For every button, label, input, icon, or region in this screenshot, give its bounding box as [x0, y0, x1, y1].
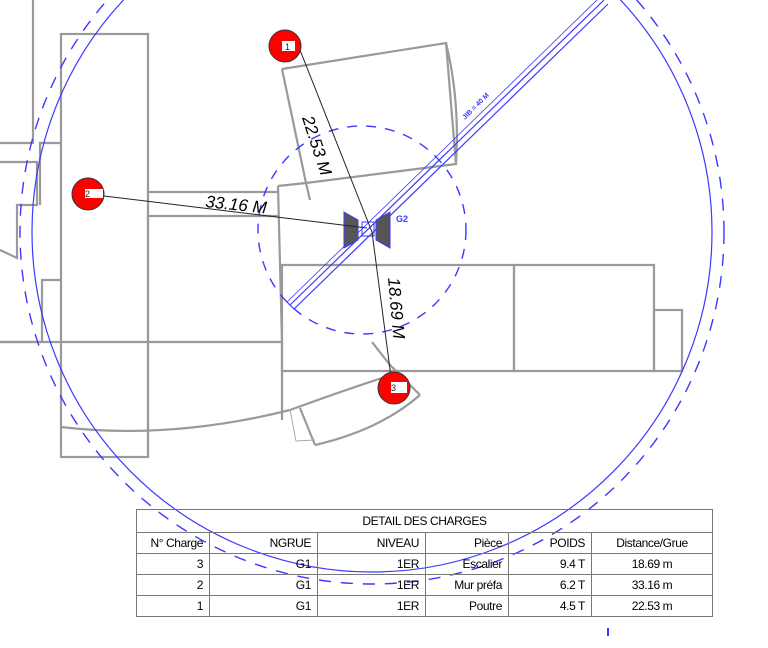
- table-row[interactable]: 2 G1 1ER Mur préfa 6.2 T 33.16 m: [136, 574, 713, 596]
- cell: 22.53 m: [591, 595, 713, 617]
- crane-label: G2: [396, 214, 408, 224]
- col-header: NGRUE: [209, 532, 318, 554]
- load-marker-2[interactable]: 2: [71, 177, 105, 211]
- col-header: Distance/Grue: [591, 532, 713, 554]
- charges-table: DETAIL DES CHARGES N° Charge NGRUE NIVEA…: [136, 509, 713, 617]
- cell: 1ER: [317, 595, 426, 617]
- svg-text:1: 1: [285, 42, 290, 52]
- col-header: POIDS: [508, 532, 592, 554]
- cell: 1ER: [317, 553, 426, 575]
- col-header: Pièce: [425, 532, 509, 554]
- cell: 4.5 T: [508, 595, 592, 617]
- cell: G1: [209, 553, 318, 575]
- col-header: N° Charge: [136, 532, 210, 554]
- cell: Escalier: [425, 553, 509, 575]
- crane-radius: [19, 0, 725, 585]
- cell: 3: [136, 553, 210, 575]
- cell: 1: [136, 595, 210, 617]
- jib-label: JIB = 40 M: [461, 92, 490, 121]
- col-header: NIVEAU: [317, 532, 426, 554]
- cell: Poutre: [425, 595, 509, 617]
- crane-jib[interactable]: [286, 0, 609, 310]
- distance-label-2: 33.16 M: [205, 192, 269, 217]
- cell: 1ER: [317, 574, 426, 596]
- cell: 18.69 m: [591, 553, 713, 575]
- svg-text:3: 3: [391, 383, 396, 393]
- distance-lines: [103, 44, 392, 378]
- cell: 6.2 T: [508, 574, 592, 596]
- crane-mast-icon[interactable]: [343, 211, 391, 249]
- charges-table-container: DETAIL DES CHARGES N° Charge NGRUE NIVEA…: [136, 509, 713, 617]
- cell: G1: [209, 595, 318, 617]
- building-walls: [0, 0, 684, 459]
- cell: 33.16 m: [591, 574, 713, 596]
- cell: G1: [209, 574, 318, 596]
- table-row[interactable]: 3 G1 1ER Escalier 9.4 T 18.69 m: [136, 553, 713, 575]
- cell: Mur préfa: [425, 574, 509, 596]
- svg-text:2: 2: [85, 189, 90, 199]
- cell: 9.4 T: [508, 553, 592, 575]
- table-header-row: N° Charge NGRUE NIVEAU Pièce POIDS Dista…: [136, 532, 713, 554]
- load-marker-3[interactable]: 3: [377, 371, 411, 405]
- cell: 2: [136, 574, 210, 596]
- load-marker-1[interactable]: 1: [268, 29, 302, 63]
- table-title: DETAIL DES CHARGES: [136, 509, 713, 533]
- table-row[interactable]: 1 G1 1ER Poutre 4.5 T 22.53 m: [136, 595, 713, 617]
